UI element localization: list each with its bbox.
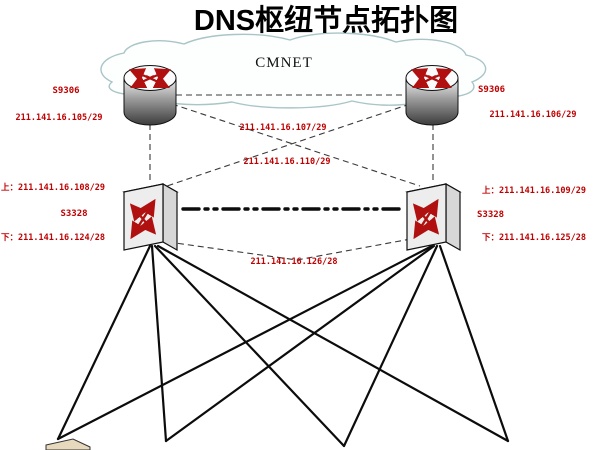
downlink-line (438, 244, 510, 443)
downlink-line (342, 244, 439, 448)
right-switch-icon (407, 184, 460, 250)
server-icon (45, 438, 91, 450)
downlink-line (56, 244, 434, 441)
left-switch-downlink-label: 下：211.141.16.124/28 (1, 233, 105, 243)
right-router-ip-label: 211.141.16.106/29 (490, 110, 577, 120)
switch-heartbeat-subnet-label: 211.141.16.126/28 (251, 257, 338, 267)
right-switch-downlink-label: 下：211.141.16.125/28 (482, 233, 586, 243)
right-router-model-label: S9306 (478, 85, 505, 95)
cmnet-cloud: CMNET (100, 32, 487, 109)
right-router-icon (406, 66, 458, 126)
left-switch-uplink-label: 上：211.141.16.108/29 (1, 182, 105, 193)
left-switch-icon (124, 184, 177, 250)
right-switch-uplink-label: 上：211.141.16.109/29 (482, 185, 586, 196)
left-router-icon (124, 66, 176, 126)
left-router-ip-label: 211.141.16.105/29 (16, 113, 103, 123)
downlink-line (150, 244, 168, 443)
server-downlinks (56, 244, 510, 448)
router-cross-subnet-label: 211.141.16.107/29 (240, 123, 327, 133)
cloud-shape (100, 32, 487, 109)
downlink-line (164, 244, 436, 443)
right-switch-model-label: S3328 (477, 210, 504, 220)
downlink-line (56, 244, 152, 441)
link-left-router-right-switch (171, 103, 421, 187)
link-switch-heartbeat (167, 237, 417, 261)
router-switch-subnet-label: 211.141.16.110/29 (244, 157, 331, 167)
cloud-label: CMNET (255, 55, 313, 71)
dashed-links (149, 94, 434, 261)
link-right-router-left-switch (166, 103, 411, 187)
downlink-line (156, 244, 510, 443)
diagram-title: DNS枢纽节点拓扑图 (194, 3, 458, 37)
left-switch-model-label: S3328 (60, 209, 87, 219)
downlink-line (153, 244, 346, 448)
left-router-model-label: S9306 (52, 86, 79, 96)
